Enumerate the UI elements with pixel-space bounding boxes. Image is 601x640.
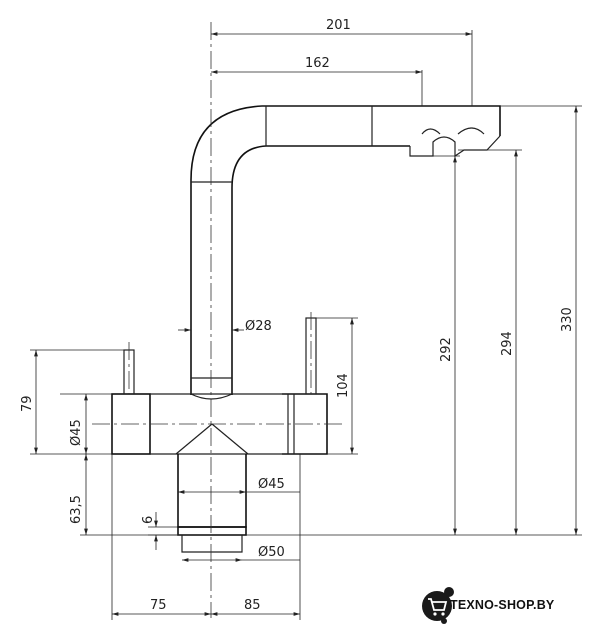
dim-shank-diameter: Ø45 xyxy=(258,477,285,492)
shop-logo-text: TEXNO-SHOP.BY xyxy=(450,598,555,612)
dimension-lines xyxy=(34,32,578,616)
faucet-outline xyxy=(111,105,501,553)
dim-spout-height-294: 294 xyxy=(500,331,515,356)
shop-logo xyxy=(422,587,454,624)
dim-flange-diameter: Ø50 xyxy=(258,545,285,560)
dim-body-height: 79 xyxy=(20,395,35,412)
shopping-cart-icon xyxy=(422,587,454,624)
centerlines xyxy=(92,22,345,618)
dim-base-height: 63,5 xyxy=(69,495,84,524)
dim-total-height: 330 xyxy=(560,307,575,332)
dim-flange-thickness: 6 xyxy=(141,516,156,524)
dim-spout-diameter: Ø28 xyxy=(245,319,272,334)
dimension-labels: 201 162 330 294 292 104 Ø28 79 Ø45 63,5 … xyxy=(20,18,575,613)
dim-width-top: 201 xyxy=(326,18,351,33)
dim-width-spout: 162 xyxy=(305,56,330,71)
dim-left-offset: 75 xyxy=(150,598,167,613)
dim-right-offset: 85 xyxy=(244,598,261,613)
dim-spout-height-292: 292 xyxy=(439,337,454,362)
dim-lever-height: 104 xyxy=(336,373,351,398)
dim-body-diameter-left: Ø45 xyxy=(69,419,84,446)
